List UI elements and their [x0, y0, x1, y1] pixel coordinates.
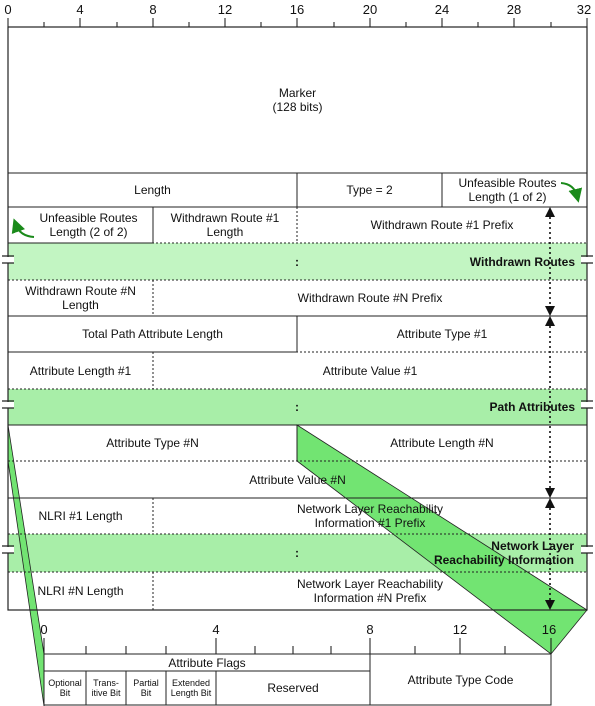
type-field: Type = 2: [346, 183, 393, 197]
bottom-scale-tick: 0: [40, 622, 48, 637]
nlri-label: Network Layer Reachability Information: [433, 539, 574, 567]
bottom-scale-tick: 12: [452, 622, 468, 637]
extended-length-bit-field: Extended Length Bit: [170, 678, 212, 698]
top-scale-tick: 20: [362, 2, 378, 17]
top-scale-tick: 28: [506, 2, 522, 17]
nlri-n-length-field: NLRI #N Length: [37, 584, 124, 598]
attribute-type-code-field: Attribute Type Code: [407, 672, 514, 687]
nlri-n-prefix-field: Network Layer Reachability Information #…: [296, 577, 444, 605]
withdrawn-route-n-length-field: Withdrawn Route #N Length: [25, 284, 136, 312]
withdrawn-route-1-length-field: Withdrawn Route #1 Length: [170, 211, 280, 239]
attribute-flags-header: Attribute Flags: [168, 655, 246, 670]
withdrawn-routes-ellipsis: :: [295, 254, 299, 269]
attribute-value-n-field: Attribute Value #N: [249, 472, 346, 487]
top-scale-tick: 4: [76, 2, 84, 17]
path-attributes-label: Path Attributes: [489, 400, 575, 414]
top-scale-tick: 0: [4, 2, 12, 17]
bottom-scale-tick: 16: [541, 622, 557, 637]
nlri-ellipsis: :: [295, 546, 299, 560]
top-scale-tick: 8: [149, 2, 157, 17]
optional-bit-field: Optional Bit: [48, 678, 82, 698]
marker-field: Marker (128 bits): [272, 86, 323, 114]
withdrawn-routes-label: Withdrawn Routes: [469, 254, 575, 269]
reserved-field: Reserved: [267, 681, 319, 695]
attribute-length-n-field: Attribute Length #N: [390, 436, 494, 450]
length-field: Length: [134, 183, 171, 197]
nlri-1-prefix-field: Network Layer Reachability Information #…: [296, 502, 444, 530]
withdrawn-route-n-prefix-field: Withdrawn Route #N Prefix: [297, 291, 443, 305]
unfeasible-routes-length-2-field: Unfeasible Routes Length (2 of 2): [39, 211, 138, 239]
withdrawn-route-1-prefix-field: Withdrawn Route #1 Prefix: [370, 218, 514, 232]
path-attributes-band: [8, 389, 587, 425]
bottom-scale-tick: 4: [212, 622, 220, 637]
nlri-1-length-field: NLRI #1 Length: [38, 509, 123, 523]
attribute-type-1-field: Attribute Type #1: [396, 327, 488, 341]
top-scale-tick: 16: [289, 2, 305, 17]
path-attributes-ellipsis: :: [295, 400, 299, 414]
attribute-type-n-field: Attribute Type #N: [106, 436, 199, 450]
top-scale-tick: 12: [217, 2, 233, 17]
transitive-bit-field: Trans- itive Bit: [91, 678, 121, 698]
attribute-value-1-field: Attribute Value #1: [322, 363, 418, 378]
partial-bit-field: Partial Bit: [133, 678, 159, 698]
bottom-scale-tick: 8: [366, 622, 374, 637]
unfeasible-routes-length-1-field: Unfeasible Routes Length (1 of 2): [458, 176, 557, 204]
attribute-length-1-field: Attribute Length #1: [29, 363, 132, 378]
total-path-attribute-length-field: Total Path Attribute Length: [82, 327, 223, 341]
top-scale-tick: 32: [576, 2, 592, 17]
withdrawn-routes-band: [8, 243, 587, 280]
top-scale-tick: 24: [434, 2, 450, 17]
